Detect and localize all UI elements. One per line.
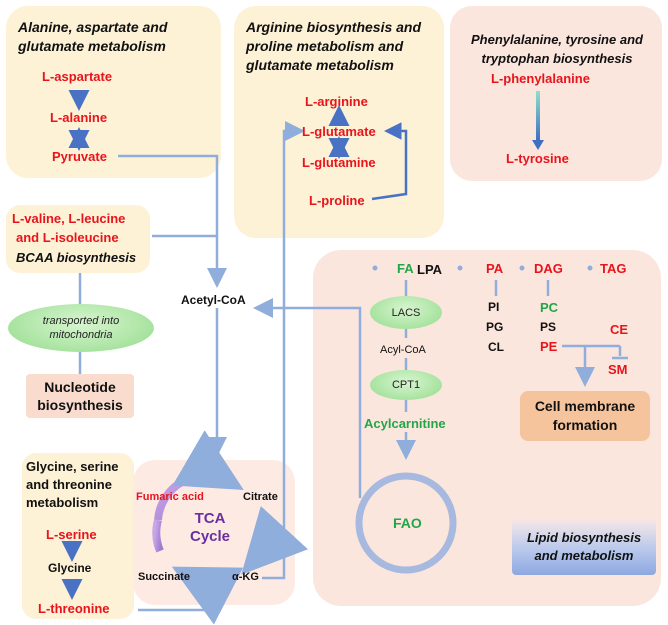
glycine-panel-title: Glycine, serine and threonine metabolism (26, 459, 119, 510)
l-arginine-label: L-arginine (305, 94, 368, 109)
pe-label: PE (540, 339, 558, 354)
lacs-ellipse: LACS (370, 296, 442, 329)
dag-label: DAG (534, 261, 563, 276)
alpha-kg-label: α-KG (232, 571, 259, 583)
lacs-label: LACS (391, 306, 421, 319)
alanine-panel-title: Alanine, aspartate and glutamate metabol… (18, 19, 168, 54)
lpa-label: LPA (417, 262, 443, 277)
fumaric-acid-label: Fumaric acid (136, 491, 204, 503)
pyruvate-label: Pyruvate (52, 149, 107, 164)
alanine-panel (6, 6, 221, 178)
arginine-panel-title: Arginine biosynthesis and proline metabo… (246, 19, 422, 73)
glycine-label: Glycine (48, 561, 92, 575)
phenylalanine-panel-title: Phenylalanine, tyrosine and tryptophan b… (471, 32, 643, 66)
sm-label: SM (608, 362, 628, 377)
pc-label: PC (540, 300, 559, 315)
citrate-label: Citrate (243, 491, 278, 503)
tag-label: TAG (600, 261, 627, 276)
pa-label: PA (486, 261, 504, 276)
nucleotide-biosynthesis-box: Nucleotide biosynthesis (26, 374, 134, 418)
bcaa-panel (6, 205, 150, 273)
bcaa-line2: and L-isoleucine (16, 230, 119, 245)
cell-membrane-box: Cell membrane formation (520, 391, 650, 441)
lipid-metabolism-label-box: Lipid biosynthesis and metabolism (512, 519, 656, 575)
cell-membrane-label: Cell membrane formation (534, 398, 636, 433)
l-tyrosine-label: L-tyrosine (506, 151, 569, 166)
phenylalanine-panel (450, 6, 662, 181)
acyl-coa-label: Acyl-CoA (380, 344, 426, 356)
l-proline-label: L-proline (309, 193, 365, 208)
transport-label: transported into mitochondria (42, 315, 120, 341)
l-aspartate-label: L-aspartate (42, 69, 113, 84)
l-alanine-label: L-alanine (50, 110, 108, 125)
lipid-metabolism-label: Lipid biosynthesis and metabolism (526, 530, 642, 563)
pi-label: PI (488, 300, 500, 314)
cpt1-label: CPT1 (391, 379, 421, 391)
bcaa-line3: BCAA biosynthesis (16, 250, 137, 265)
bcaa-line1: L-valine, L-leucine (12, 211, 126, 226)
tca-cycle-label: TCA Cycle (189, 510, 231, 545)
l-glutamate-label: L-glutamate (302, 124, 376, 139)
cl-label: CL (488, 340, 504, 354)
transport-mitochondria-ellipse: transported into mitochondria (8, 304, 154, 352)
ce-label: CE (610, 322, 629, 337)
ps-label: PS (540, 320, 557, 334)
l-glutamine-label: L-glutamine (302, 155, 376, 170)
pg-label: PG (486, 320, 504, 334)
l-phenylalanine-label: L-phenylalanine (491, 71, 590, 86)
l-threonine-label: L-threonine (38, 601, 110, 616)
acylcarnitine-label: Acylcarnitine (364, 416, 446, 431)
fa-label: FA (397, 261, 414, 276)
fao-label: FAO (393, 515, 422, 531)
nucleotide-label: Nucleotide biosynthesis (37, 379, 123, 413)
l-serine-label: L-serine (46, 527, 97, 542)
cpt1-ellipse: CPT1 (370, 370, 442, 400)
acetyl-coa-label: Acetyl-CoA (181, 293, 246, 307)
succinate-label: Succinate (138, 571, 190, 583)
